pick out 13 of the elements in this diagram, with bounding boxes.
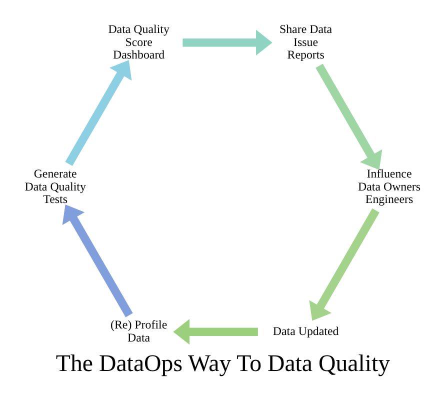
node-text: Influence Data Owners Engineers	[358, 166, 421, 206]
node-text: Data Updated	[272, 323, 339, 338]
arrow	[173, 318, 258, 344]
node-text: Share Data Issue Reports	[279, 21, 332, 62]
node-text: Generate Data Quality Tests	[24, 166, 86, 206]
arrow	[65, 60, 132, 166]
node-text: (Re) Profile Data	[110, 317, 168, 344]
node-text: Data Quality Score Dashboard	[108, 21, 170, 62]
arrow	[316, 63, 382, 170]
arrow	[309, 208, 380, 320]
arrow	[182, 29, 272, 55]
diagram-title: The DataOps Way To Data Quality	[56, 350, 390, 377]
arrow	[62, 204, 133, 317]
